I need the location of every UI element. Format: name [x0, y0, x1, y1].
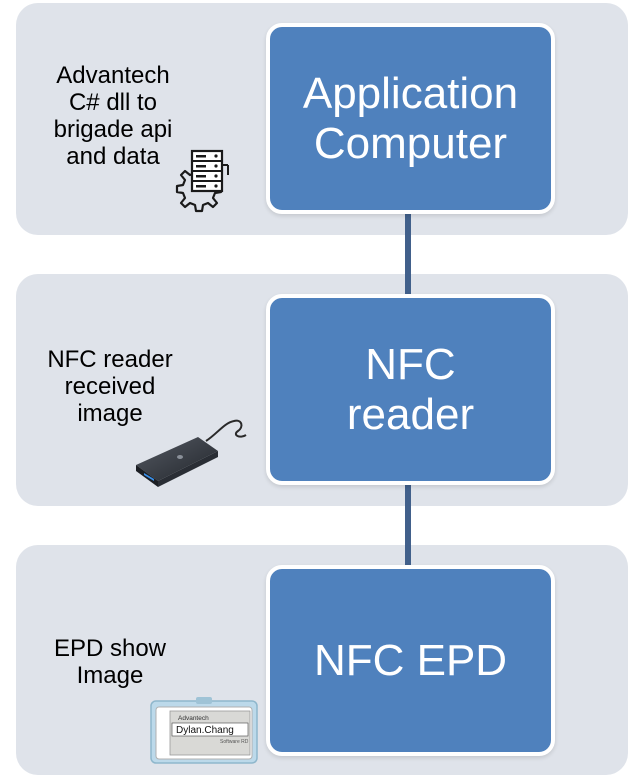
nfc-reader-device-icon: [136, 419, 247, 487]
application-computer-box: Application Computer: [266, 23, 555, 214]
epd-name-text: Dylan.Chang: [176, 725, 234, 736]
epd-description: EPD show Image: [53, 635, 167, 689]
epd-brand-text: Advantech: [178, 715, 209, 722]
reader-description: NFC reader received image: [47, 346, 173, 427]
nfc-reader-label: NFC reader: [346, 339, 475, 439]
epd-badge-device-icon: Advantech Dylan.Chang Software RD: [150, 697, 258, 764]
nfc-epd-box: NFC EPD: [266, 565, 555, 756]
nfc-reader-box: NFC reader: [266, 294, 555, 485]
epd-subtitle-text: Software RD: [220, 739, 249, 745]
connector-line-application-reader: [405, 212, 411, 297]
server-gear-icon: [175, 149, 229, 213]
connector-line-reader-epd: [405, 483, 411, 568]
application-description: Advantech C# dll to brigade api and data: [53, 62, 173, 170]
nfc-epd-label: NFC EPD: [313, 635, 508, 685]
application-computer-label: Application Computer: [302, 68, 519, 168]
